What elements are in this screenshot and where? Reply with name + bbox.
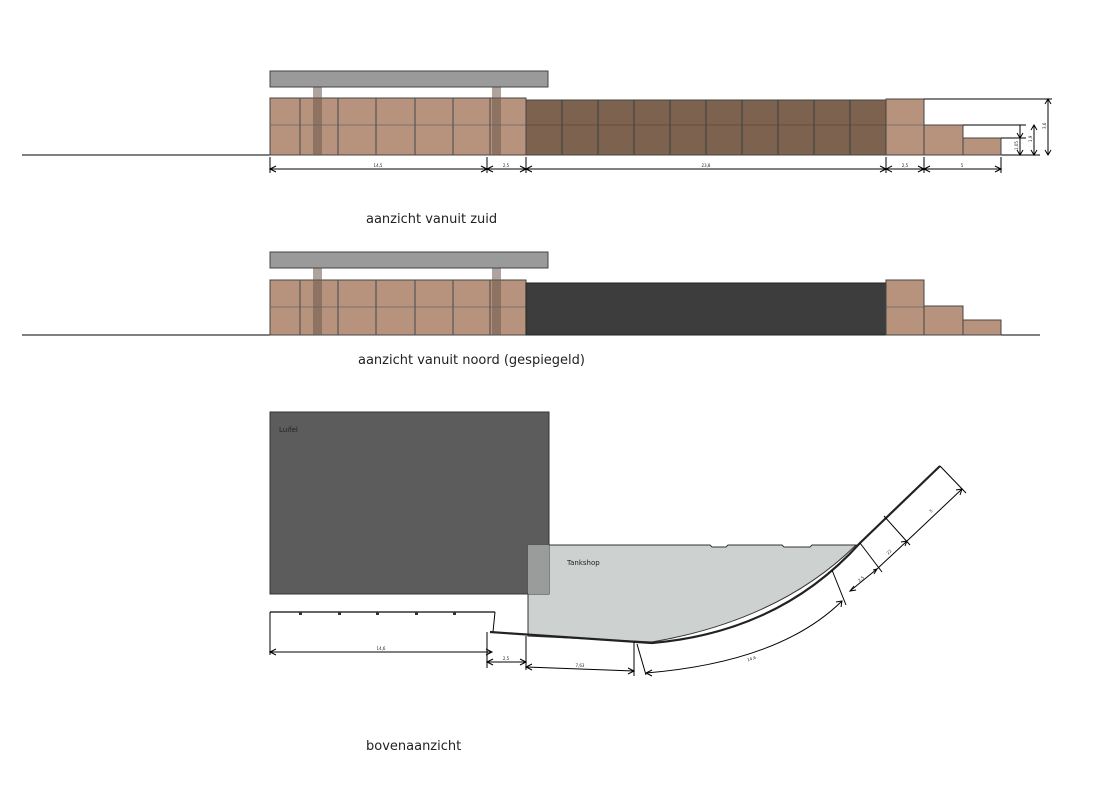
dim-top-5: 2,5 <box>857 575 865 583</box>
dim-top-6: 22 <box>885 548 892 555</box>
south-wall-light-right <box>885 98 1002 156</box>
dim-south-1: 14,5 <box>374 163 383 168</box>
label-tankshop: Tankshop <box>566 559 600 567</box>
dim-top-2: 2,5 <box>503 656 510 661</box>
canopy-plan <box>269 411 550 595</box>
canopy-column-left <box>313 87 322 155</box>
south-wall-light-left <box>269 97 527 156</box>
dim-height-low: 1,05 <box>1014 141 1019 150</box>
dim-top-3: 7,63 <box>576 663 585 668</box>
canopy-column-right <box>492 87 501 155</box>
dim-south-4: 2,5 <box>902 163 909 168</box>
canopy-roof-south <box>269 70 549 88</box>
north-wall-light-left <box>269 279 527 336</box>
south-height-dims: 3,6 1,9 1,05 <box>1014 98 1052 156</box>
north-elevation: aanzicht vanuit noord (gespiegeld) <box>22 251 1040 368</box>
dim-south-5: 5 <box>961 163 964 168</box>
tankshop-plan <box>527 544 858 643</box>
caption-north: aanzicht vanuit noord (gespiegeld) <box>358 353 585 368</box>
north-wall-light-right <box>885 279 1002 336</box>
canopy-shop-overlap <box>528 545 549 594</box>
top-view: Luifel Tankshop 14,6 2,5 7,63 <box>268 411 967 754</box>
caption-south: aanzicht vanuit zuid <box>366 212 497 227</box>
north-wall-dark <box>525 282 887 336</box>
dim-top-1: 14,6 <box>377 646 386 651</box>
label-canopy: Luifel <box>279 426 298 434</box>
south-elevation: 3,6 1,9 1,05 14,5 2,5 23,8 <box>22 70 1052 227</box>
top-view-dims: 14,6 2,5 7,63 14,6 2,5 22 <box>268 465 967 677</box>
dim-top-7: 5 <box>928 508 934 514</box>
dim-south-3: 23,8 <box>702 163 711 168</box>
south-length-dims: 14,5 2,5 23,8 2,5 5 <box>268 157 1003 173</box>
south-wall-dark-middle <box>525 99 887 156</box>
dim-height-total: 3,6 <box>1042 122 1047 129</box>
dim-height-mid: 1,9 <box>1028 135 1033 142</box>
canopy-column-left-north <box>313 268 322 335</box>
canopy-roof-north <box>269 251 549 269</box>
caption-top: bovenaanzicht <box>366 739 461 754</box>
canopy-column-right-north <box>492 268 501 335</box>
dim-south-2: 2,5 <box>503 163 510 168</box>
curved-wall-plan <box>489 465 941 645</box>
dim-top-4: 14,6 <box>747 655 757 663</box>
